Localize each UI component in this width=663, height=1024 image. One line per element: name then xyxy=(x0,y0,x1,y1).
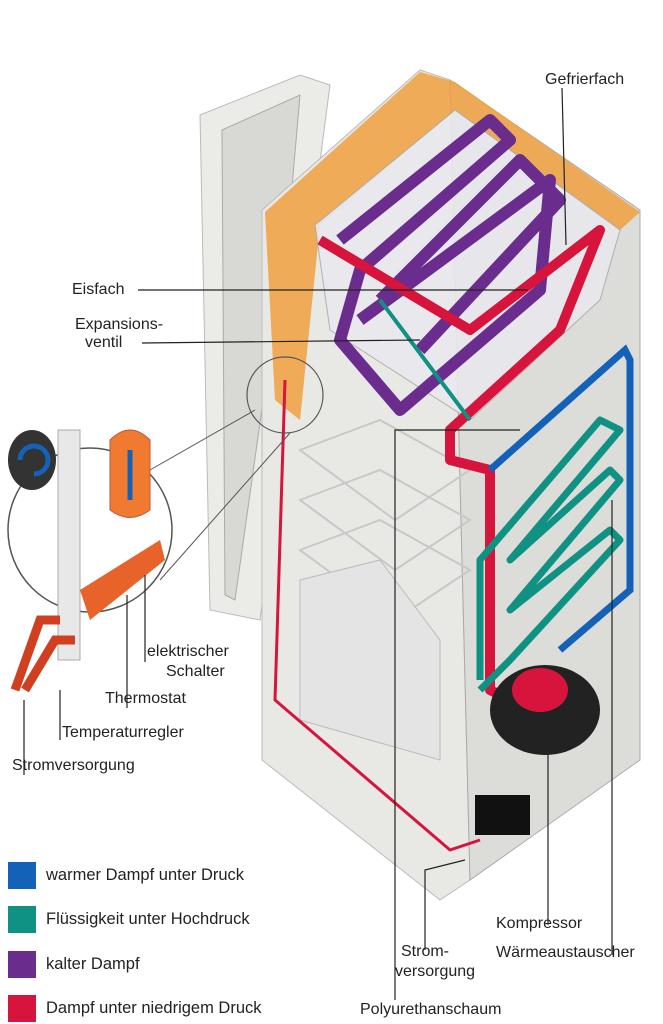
polyurethane-foam xyxy=(265,72,640,420)
label-temperaturregler: Temperaturregler xyxy=(62,724,184,741)
legend-swatch xyxy=(8,995,36,1023)
thermostat-detail-magnifier xyxy=(7,356,324,693)
label-schalter-1: elektrischer xyxy=(147,643,229,660)
label-schalter-2: Schalter xyxy=(166,663,225,680)
label-stromversorgung-left: Stromversorgung xyxy=(12,757,135,774)
legend-swatch xyxy=(8,950,36,978)
label-stromversorgung-2: versorgung xyxy=(395,963,476,980)
label-polyurethanschaum: Polyurethanschaum xyxy=(360,1001,502,1018)
evaporator-coil xyxy=(334,114,566,416)
label-stromversorgung-1: Strom- xyxy=(401,943,449,960)
legend-item-cold-vapor: kalter Dampf xyxy=(8,942,262,987)
crisper-drawer xyxy=(299,559,441,761)
label-eisfach: Eisfach xyxy=(72,281,125,298)
legend-label: Dampf unter niedrigem Druck xyxy=(46,999,262,1018)
label-waermeaustauscher: Wärmeaustauscher xyxy=(496,944,635,961)
label-gefrierfach: Gefrierfach xyxy=(545,71,625,88)
legend-item-warm-vapor: warmer Dampf unter Druck xyxy=(8,853,262,898)
compressor xyxy=(475,665,600,835)
condenser-coil xyxy=(378,298,624,693)
label-kompressor: Kompressor xyxy=(496,915,583,932)
legend-label: warmer Dampf unter Druck xyxy=(46,865,245,884)
legend-swatch xyxy=(8,861,36,889)
legend: warmer Dampf unter Druck Flüssigkeit unt… xyxy=(8,853,262,1024)
label-expansionsventil-2: ventil xyxy=(85,334,123,351)
legend-label: kalter Dampf xyxy=(46,954,140,973)
label-thermostat: Thermostat xyxy=(105,690,186,707)
label-expansionsventil-1: Expansions- xyxy=(75,316,164,333)
legend-item-liquid: Flüssigkeit unter Hochdruck xyxy=(8,898,262,943)
legend-item-low-pressure: Dampf unter niedrigem Druck xyxy=(8,987,262,1024)
warm-vapor-line xyxy=(487,344,634,653)
legend-swatch xyxy=(8,906,36,934)
leader-lines xyxy=(23,87,613,1000)
legend-label: Flüssigkeit unter Hochdruck xyxy=(46,910,250,929)
